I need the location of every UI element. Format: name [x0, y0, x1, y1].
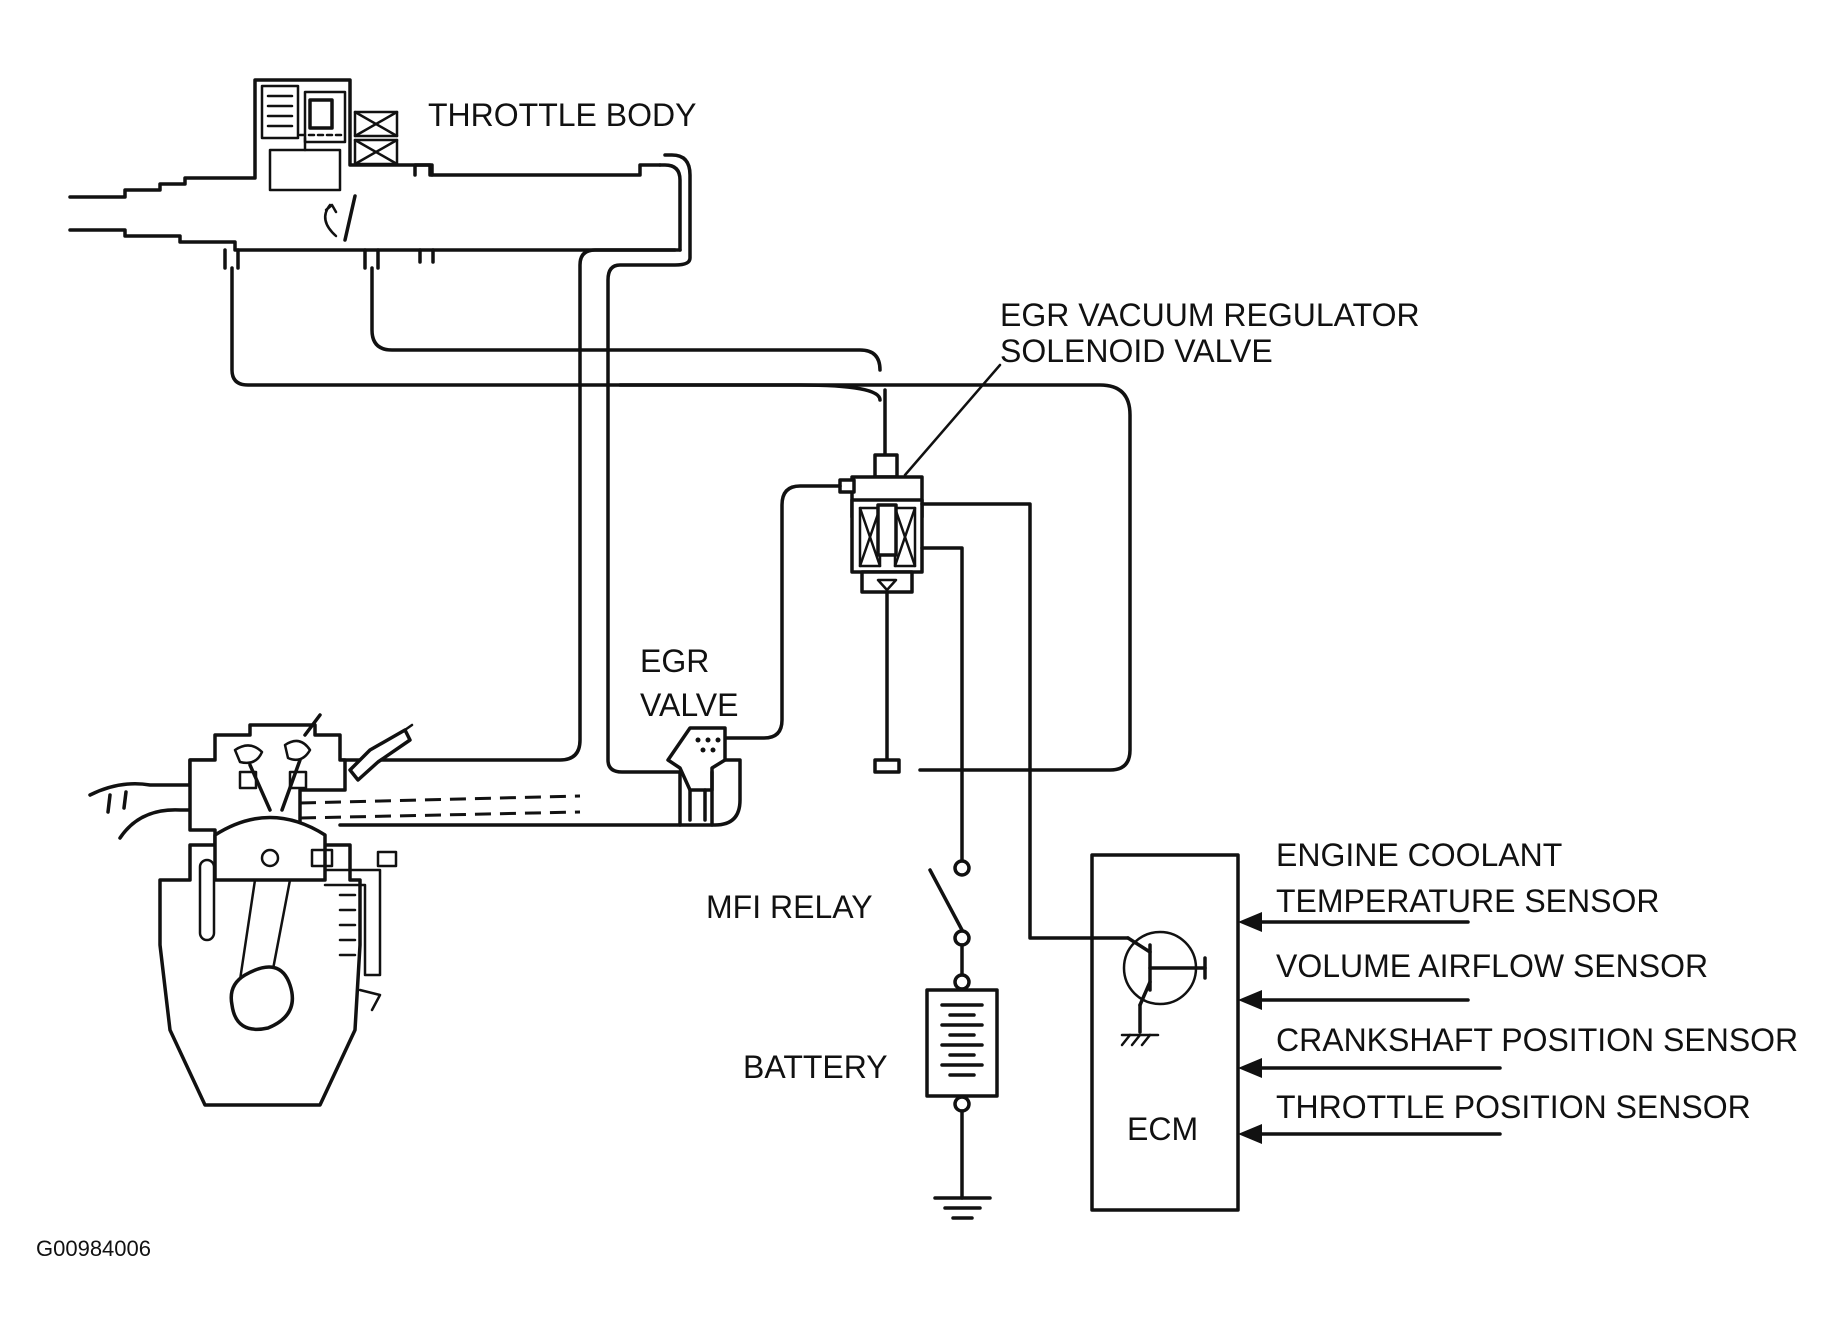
sensor-label-engine-coolant-line1: ENGINE COOLANT	[1276, 837, 1562, 873]
egr-vacuum-regulator-label-line2: SOLENOID VALVE	[1000, 333, 1273, 369]
ground-symbol	[933, 1196, 992, 1220]
battery-label: BATTERY	[743, 1049, 888, 1085]
egr-valve	[338, 726, 742, 827]
sensor-label-crankshaft-position: CRANKSHAFT POSITION SENSOR	[1276, 1022, 1798, 1058]
egr-vacuum-regulator-solenoid-valve	[723, 363, 1002, 774]
sensor-input-arrows	[1238, 912, 1502, 1144]
egr-valve-label-line2: VALVE	[640, 687, 738, 723]
battery-cells	[940, 1003, 984, 1077]
ecm-module	[920, 502, 1502, 1212]
egr-vacuum-regulator-label-line1: EGR VACUUM REGULATOR	[1000, 297, 1420, 333]
sensor-label-throttle-position: THROTTLE POSITION SENSOR	[1276, 1089, 1751, 1125]
transistor-symbol	[1120, 930, 1207, 1047]
engine	[88, 713, 581, 1107]
throttle-body-label: THROTTLE BODY	[428, 97, 696, 133]
throttle-body	[68, 78, 682, 270]
egr-valve-label-line1: EGR	[640, 643, 709, 679]
sensor-label-volume-airflow: VOLUME AIRFLOW SENSOR	[1276, 948, 1708, 984]
power-circuit	[920, 546, 999, 1220]
ecm-label: ECM	[1127, 1111, 1198, 1147]
mfi-relay-label: MFI RELAY	[706, 889, 873, 925]
figure-code: G00984006	[36, 1236, 151, 1261]
sensor-label-engine-coolant-line2: TEMPERATURE SENSOR	[1276, 883, 1659, 919]
vacuum-hoses	[230, 153, 1132, 774]
